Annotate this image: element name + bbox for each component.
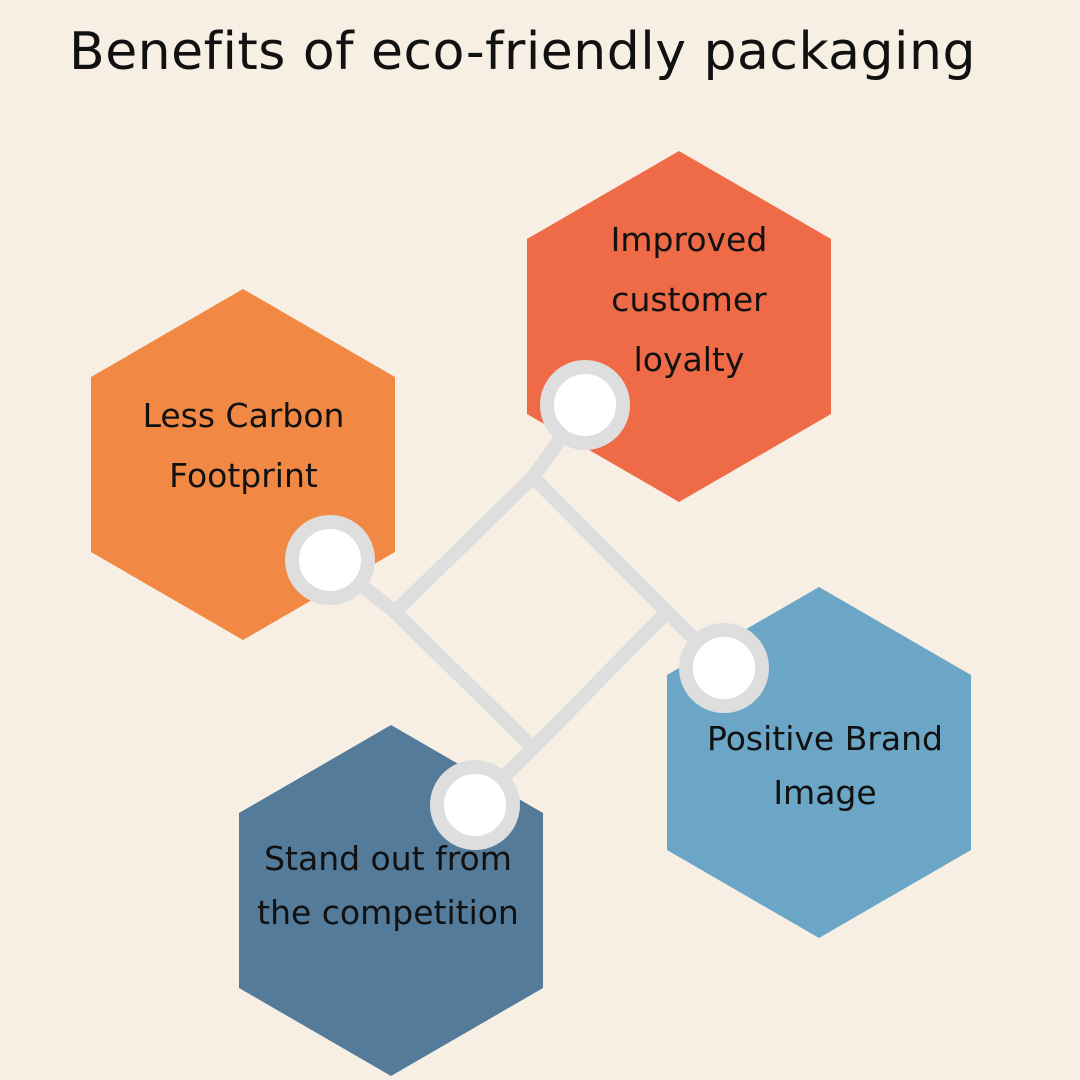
diamond-edge-top-left (390, 471, 538, 618)
benefit-label-line: Improved (610, 220, 768, 259)
node-brand (679, 623, 769, 713)
benefit-label-stand-out-from-competition: Stand out from the competition (233, 832, 543, 940)
benefit-label-line: Footprint (169, 456, 318, 495)
page-title: Benefits of eco-friendly packaging (69, 22, 976, 82)
diamond-edge-bottom-left (390, 607, 538, 753)
benefit-label-line: Image (773, 773, 877, 812)
benefit-label-less-carbon-footprint: Less Carbon Footprint (92, 386, 395, 506)
benefit-label-line: Stand out from (264, 839, 512, 878)
diamond-edge-bottom-right (528, 607, 672, 753)
node-compete (430, 760, 520, 850)
benefit-label-line: loyalty (633, 340, 745, 379)
benefit-label-positive-brand-image: Positive Brand Image (666, 712, 984, 820)
diamond-edge-top-right (528, 472, 672, 617)
benefit-label-improved-customer-loyalty: Improved customer loyalty (526, 210, 852, 390)
benefit-label-line: the competition (257, 893, 519, 932)
benefit-label-line: Positive Brand (707, 719, 943, 758)
benefit-label-line: customer (611, 280, 767, 319)
node-carbon (285, 515, 375, 605)
node-loyalty (540, 360, 630, 450)
benefit-label-line: Less Carbon (142, 396, 345, 435)
